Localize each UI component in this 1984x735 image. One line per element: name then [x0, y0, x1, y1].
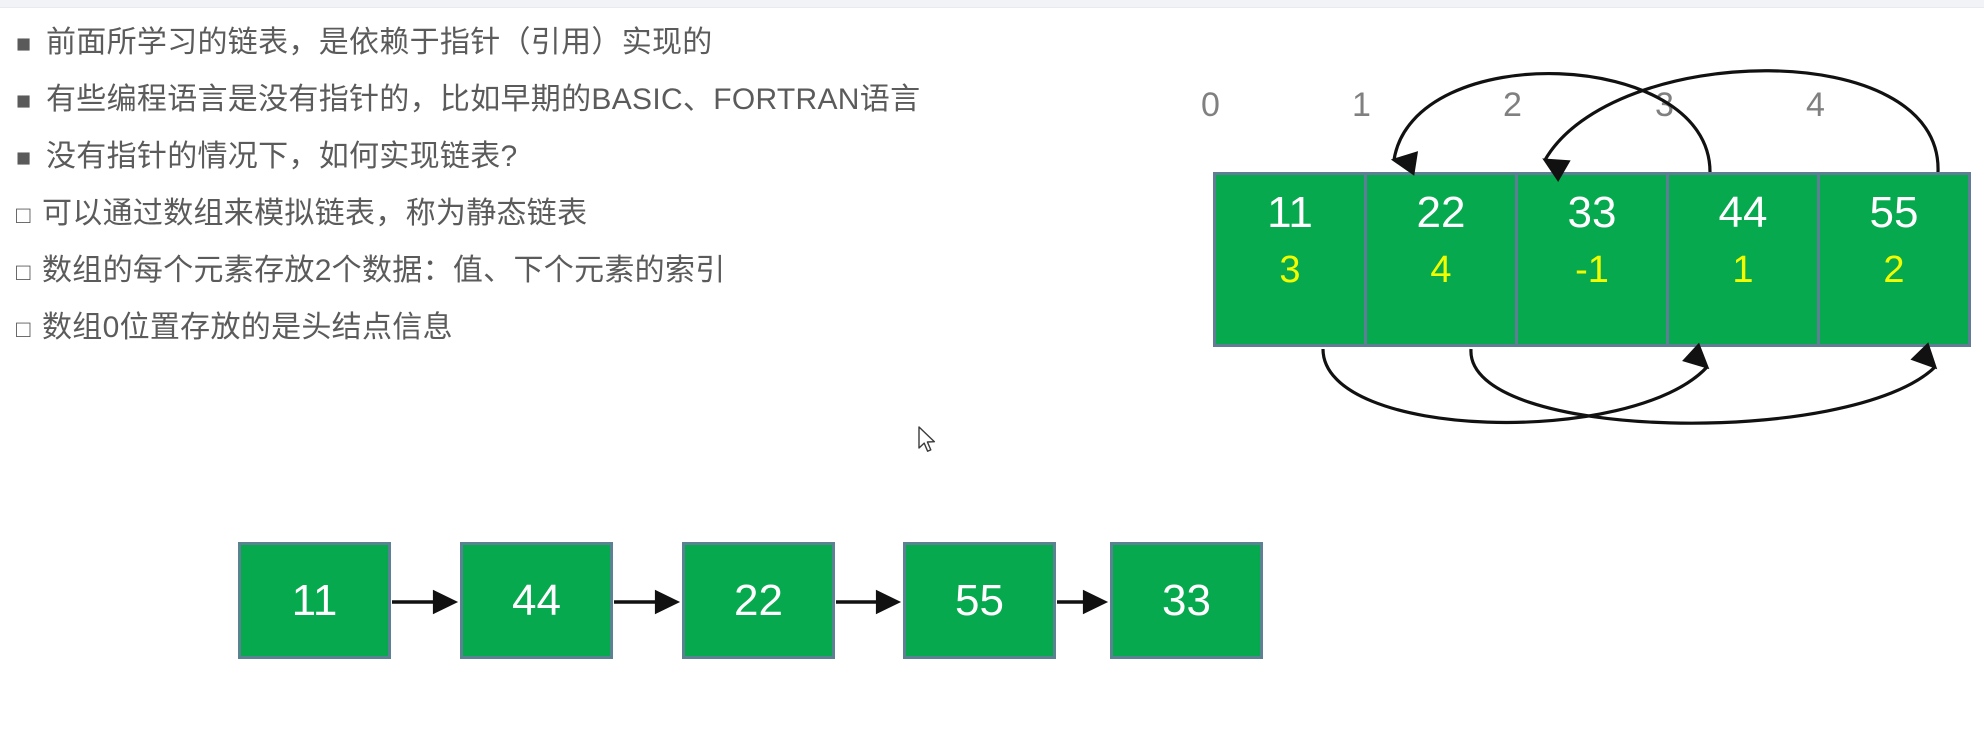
- chain-node-3[interactable]: 55: [903, 542, 1056, 659]
- bullet-text: 数组的每个元素存放2个数据：值、下个元素的索引: [42, 254, 726, 287]
- bullet-marker-filled-icon: ■: [16, 87, 32, 115]
- bullet-item: ■ 有些编程语言是没有指针的，比如早期的BASIC、FORTRAN语言: [16, 71, 1166, 128]
- bullet-marker-filled-icon: ■: [16, 30, 32, 58]
- chain-node-4[interactable]: 33: [1110, 542, 1263, 659]
- array-cell-value: 55: [1869, 188, 1919, 237]
- static-linked-list-array-figure: 0 1 2 3 4 11 3 22 4 33 -1 44 1 55 2: [1201, 10, 1973, 425]
- array-cell-1[interactable]: 22 4: [1367, 175, 1518, 344]
- array-cell-2[interactable]: 33 -1: [1518, 175, 1669, 344]
- array-index-labels: 0 1 2 3 4: [1201, 82, 1973, 128]
- bullet-text: 数组0位置存放的是头结点信息: [42, 311, 453, 344]
- array-index-label-3: 3: [1655, 86, 1674, 124]
- bullet-item: □ 数组的每个元素存放2个数据：值、下个元素的索引: [16, 242, 1166, 299]
- array-cell-next-index: -1: [1575, 249, 1609, 291]
- bullet-item: ■ 前面所学习的链表，是依赖于指针（引用）实现的: [16, 14, 1166, 71]
- bullet-text: 没有指针的情况下，如何实现链表?: [46, 140, 518, 173]
- chain-node-0[interactable]: 11: [238, 542, 391, 659]
- array-cell-0[interactable]: 11 3: [1216, 175, 1367, 344]
- array-cell-value: 33: [1567, 188, 1617, 237]
- array-index-label-4: 4: [1806, 86, 1825, 124]
- array-cell-3[interactable]: 44 1: [1669, 175, 1820, 344]
- bullet-text: 可以通过数组来模拟链表，称为静态链表: [42, 197, 588, 230]
- bullet-marker-hollow-icon: □: [16, 316, 31, 343]
- top-edge-band: [0, 0, 1984, 7]
- array-cell-next-index: 1: [1732, 249, 1754, 291]
- array-cell-next-index: 4: [1430, 249, 1452, 291]
- array-cell-value: 44: [1718, 188, 1768, 237]
- bullet-item: □ 数组0位置存放的是头结点信息: [16, 299, 1166, 356]
- bullet-marker-filled-icon: ■: [16, 144, 32, 172]
- array-cells-container: 11 3 22 4 33 -1 44 1 55 2: [1213, 172, 1971, 347]
- bullet-list: ■ 前面所学习的链表，是依赖于指针（引用）实现的 ■ 有些编程语言是没有指针的，…: [16, 14, 1166, 356]
- array-arrow-1-to-4: [1469, 342, 1938, 425]
- array-cell-value: 11: [1267, 188, 1313, 237]
- array-index-label-2: 2: [1503, 86, 1522, 124]
- array-index-label-1: 1: [1352, 86, 1371, 124]
- array-cell-4[interactable]: 55 2: [1820, 175, 1968, 344]
- top-edge-divider: [0, 7, 1984, 8]
- array-arrow-0-to-3: [1321, 342, 1710, 425]
- array-index-label-0: 0: [1201, 86, 1220, 124]
- bullet-text: 有些编程语言是没有指针的，比如早期的BASIC、FORTRAN语言: [46, 83, 921, 116]
- bullet-item: ■ 没有指针的情况下，如何实现链表?: [16, 128, 1166, 185]
- bullet-text: 前面所学习的链表，是依赖于指针（引用）实现的: [46, 26, 713, 59]
- bullet-marker-hollow-icon: □: [16, 259, 31, 286]
- linked-list-chain-figure: 11 44 22 55 33: [238, 542, 1263, 662]
- mouse-pointer-icon: [918, 426, 936, 452]
- bullet-marker-hollow-icon: □: [16, 202, 31, 229]
- array-cell-value: 22: [1416, 188, 1466, 237]
- chain-node-2[interactable]: 22: [682, 542, 835, 659]
- bullet-item: □ 可以通过数组来模拟链表，称为静态链表: [16, 185, 1166, 242]
- chain-node-1[interactable]: 44: [460, 542, 613, 659]
- array-cell-next-index: 3: [1279, 249, 1301, 291]
- array-cell-next-index: 2: [1883, 249, 1905, 291]
